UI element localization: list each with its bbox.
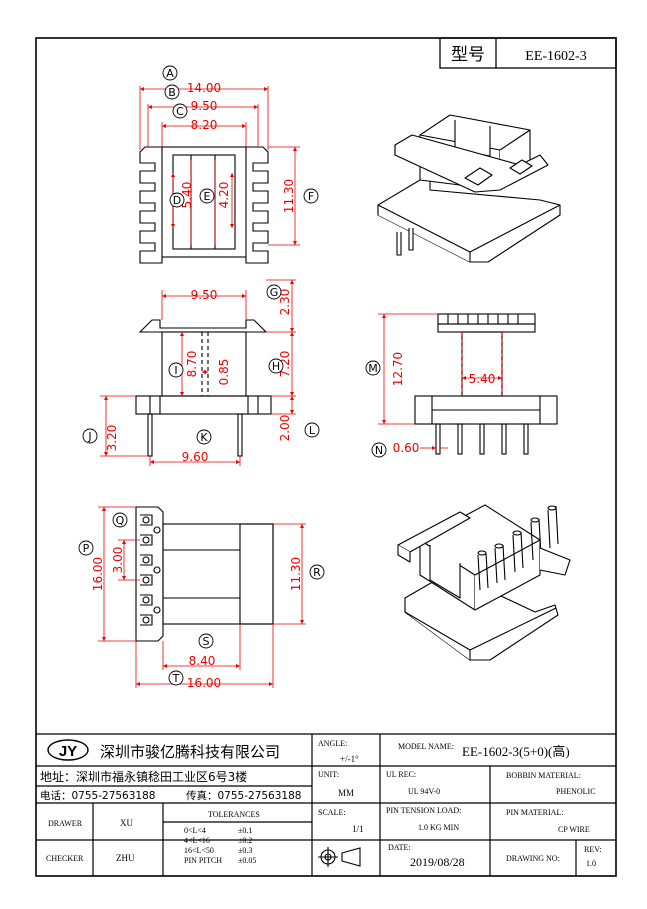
marker-g: G — [270, 286, 279, 299]
dim-bobbin-gap: 5.40 — [469, 372, 496, 386]
ul-rec-value: UL 94V-0 — [408, 787, 440, 796]
dim-b: 9.50 — [191, 99, 218, 113]
marker-e: E — [204, 190, 211, 203]
company-fax: 传真：0755-27563188 — [186, 789, 301, 802]
tol-value-2: ±0.2 — [238, 836, 252, 845]
tol-value-3: ±0.3 — [238, 846, 252, 855]
ul-rec-label: UL REC: — [386, 770, 416, 779]
model-name-label: MODEL NAME: — [398, 742, 454, 751]
dim-o: 0.85 — [217, 359, 231, 386]
angle-value: +/-1° — [340, 754, 359, 764]
drawer-value: XU — [120, 818, 133, 828]
model-label: 型号 — [451, 45, 485, 65]
dim-a: 14.00 — [187, 81, 221, 95]
company-phone: 电话：0755-27563188 — [40, 789, 155, 802]
drawing-no-label: DRAWING NO: — [506, 854, 560, 863]
dim-k: 9.60 — [182, 450, 209, 464]
front-view — [135, 319, 272, 457]
model-value: EE-1602-3 — [525, 49, 586, 64]
isometric-view-top — [377, 114, 561, 263]
circle-marker-labels: A B C D E F G H I J K L M N P Q R S T — [83, 67, 383, 685]
marker-b: B — [168, 86, 176, 99]
drawer-label: DRAWER — [48, 819, 83, 828]
dim-m: 12.70 — [391, 352, 405, 386]
bobbin-material-label: BOBBIN MATERIAL: — [506, 771, 581, 780]
bottom-view — [135, 506, 274, 642]
checker-value: ZHU — [116, 853, 135, 863]
unit-value: MM — [338, 788, 354, 798]
marker-k: K — [200, 431, 208, 444]
checker-label: CHECKER — [46, 854, 84, 863]
dim-i: 8.70 — [185, 351, 199, 378]
marker-j: J — [87, 430, 91, 443]
angle-label: ANGLE: — [318, 739, 347, 748]
dim-r: 11.30 — [289, 557, 303, 591]
dim-l: 2.00 — [278, 415, 292, 442]
top-view-dims — [139, 86, 300, 246]
pin-tension-value: 1.0 KG MIN — [418, 823, 459, 832]
dim-c: 8.20 — [191, 118, 218, 132]
scale-label: SCALE: — [318, 808, 346, 817]
pin-material-label: PIN MATERIAL: — [506, 808, 564, 817]
side-view — [414, 313, 558, 455]
date-value: 2019/08/28 — [410, 855, 465, 869]
title-block — [36, 733, 616, 876]
marker-c: C — [176, 105, 184, 118]
company-name: 深圳市骏亿腾科技有限公司 — [100, 743, 280, 761]
logo-text: JY — [59, 743, 77, 760]
rev-label: REV: — [584, 845, 602, 854]
unit-label: UNIT: — [318, 770, 339, 779]
rev-value: 1.0 — [586, 859, 596, 868]
circle-markers — [78, 65, 387, 686]
scale-value: 1/1 — [352, 824, 364, 834]
dim-p: 16.00 — [91, 557, 105, 591]
marker-t: T — [172, 672, 180, 685]
dim-top-width: 9.50 — [191, 288, 218, 302]
dim-e: 4.20 — [217, 182, 231, 209]
marker-m: M — [368, 362, 378, 375]
marker-a: A — [166, 67, 174, 80]
company-address: 地址：深圳市福永镇稔田工业区6号3楼 — [40, 769, 247, 784]
tol-range-3: 16<L<50 — [184, 846, 214, 855]
bottom-view-dims — [98, 506, 306, 688]
bobbin-material-value: PHENOLIC — [556, 787, 596, 796]
marker-s: S — [203, 635, 210, 648]
tol-value-1: ±0.1 — [238, 826, 252, 835]
marker-n: N — [375, 444, 383, 457]
dim-s: 8.40 — [189, 654, 216, 668]
tol-range-4: PIN PITCH — [184, 856, 222, 865]
outer-frame — [35, 37, 617, 877]
projection-symbol-icon — [318, 847, 361, 867]
isometric-view-bottom — [397, 504, 571, 661]
dim-j: 3.20 — [105, 425, 119, 452]
marker-f: F — [308, 190, 314, 203]
front-view-dims — [100, 279, 296, 466]
company-logo: JY — [47, 739, 89, 761]
pin-material-value: CP WIRE — [558, 825, 590, 834]
side-view-dims — [378, 313, 502, 450]
marker-i: I — [174, 364, 177, 377]
model-header: 型号 EE-1602-3 — [439, 37, 617, 69]
marker-l: L — [309, 424, 316, 437]
dim-q: 3.00 — [111, 547, 125, 574]
marker-d: D — [173, 194, 181, 207]
marker-p: P — [83, 542, 90, 555]
tol-range-1: 0<L<4 — [184, 826, 206, 835]
marker-h: H — [272, 360, 280, 373]
model-name-value: EE-1602-3(5+0)(高) — [462, 744, 570, 759]
marker-r: R — [313, 566, 321, 579]
tol-range-2: 4<L<16 — [184, 836, 210, 845]
top-view — [139, 146, 269, 264]
tolerances-label: TOLERANCES — [208, 810, 260, 819]
marker-q: Q — [116, 514, 125, 527]
tol-value-4: ±0.05 — [238, 856, 256, 865]
pin-tension-label: PIN TENSION LOAD: — [386, 806, 461, 815]
dim-f: 11.30 — [282, 179, 296, 213]
date-label: DATE: — [388, 843, 411, 852]
dim-g: 2.30 — [278, 289, 292, 316]
dim-t: 16.00 — [187, 676, 221, 690]
dim-n: 0.60 — [393, 441, 420, 455]
